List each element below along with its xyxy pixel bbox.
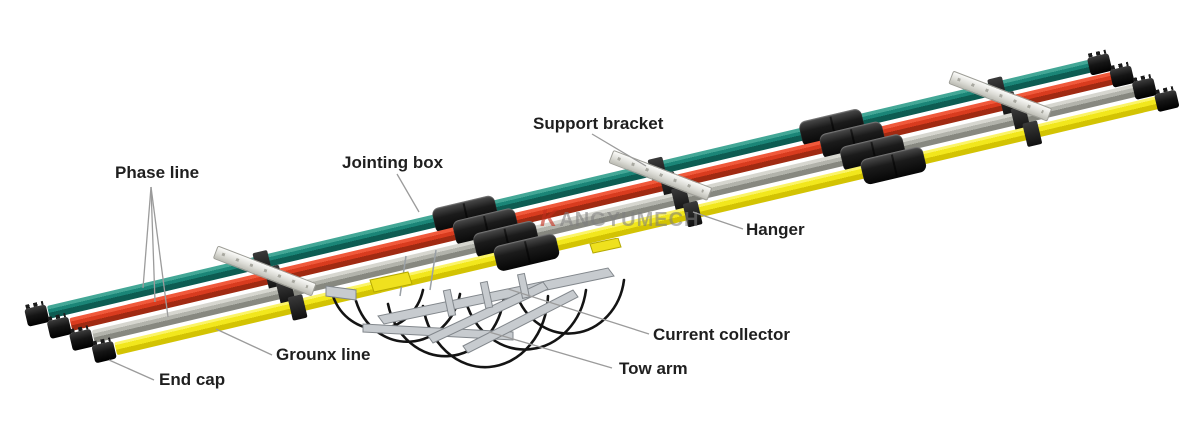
current-collector-assembly [325, 238, 626, 369]
label-jointing-box: Jointing box [342, 153, 444, 172]
label-grounx-line: Grounx line [276, 345, 371, 364]
label-hanger: Hanger [746, 220, 805, 239]
tow-arm-cables [331, 278, 626, 369]
brand-watermark-text: ANGYUMECH [559, 209, 700, 231]
end-cap [46, 316, 73, 340]
leader-phase-line-1 [142, 186, 152, 289]
leader-jointing-box [396, 173, 420, 213]
collector-shoes [369, 238, 622, 293]
end-cap [24, 304, 50, 327]
leader-end-cap [108, 359, 155, 381]
leader-grounx-line [215, 328, 273, 356]
label-current-collector: Current collector [653, 325, 790, 344]
end-cap [1154, 89, 1180, 113]
label-end-cap: End cap [159, 370, 226, 389]
brand-watermark: KANGYUMECH [540, 205, 699, 233]
end-cap [68, 328, 95, 352]
label-support-bracket: Support bracket [533, 114, 664, 133]
label-phase-line: Phase line [115, 163, 200, 182]
end-cap [91, 340, 117, 364]
label-tow-arm: Tow arm [619, 359, 688, 378]
brand-logo-letter: K [540, 205, 559, 232]
